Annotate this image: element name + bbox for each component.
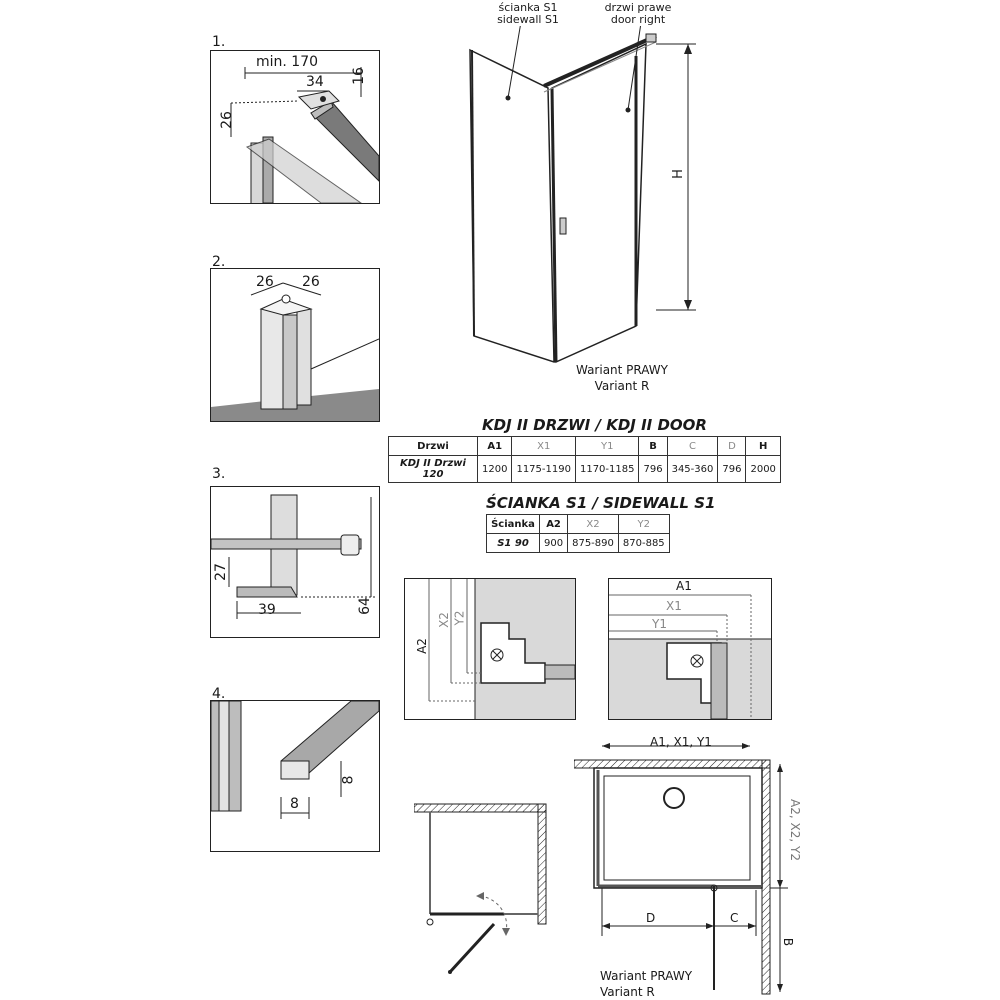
td-d: 796 [717,455,747,483]
td-a1: 1200 [476,455,513,483]
plan-dim-side: A2, X2, Y2 [787,799,802,861]
door-label-en: door right [610,13,666,26]
detail-2-drawing [211,282,379,421]
th-b: B [638,436,668,456]
section-right-y1: Y1 [652,617,667,631]
dim-16: 16 [350,67,367,85]
dim-34: 34 [306,74,324,90]
table-header-row: Ścianka A2 X2 Y2 [486,514,670,534]
section-right-drawing [609,594,771,719]
main-variant-label-en: Variant R [594,379,650,393]
section-right-x1: X1 [666,599,682,613]
door-label-pl: drzwi prawe [604,1,672,14]
td-c: 345-360 [666,455,719,483]
plan-dim-d: D [646,911,656,925]
th-h: H [745,436,781,456]
door-table-title: KDJ II DRZWI / KDJ II DOOR [482,416,707,434]
section-left-y2: Y2 [452,610,467,626]
section-left-frame [404,578,576,720]
th-x2: X2 [567,514,619,534]
dim-26-detail1: 26 [218,111,235,129]
table-header-row: Drzwi A1 X1 Y1 B C D H [388,436,781,456]
th-x1: X1 [511,436,576,456]
dim-26-a: 26 [256,274,274,290]
step-2-number: 2. [212,254,226,270]
th-scianka: Ścianka [486,514,540,534]
table-row: S1 90 900 875-890 870-885 [486,533,670,553]
detail-3-drawing [211,494,377,619]
plan-variant-label-pl: Wariant PRAWY [600,969,693,983]
th-drzwi: Drzwi [388,436,478,456]
sidewall-table-title: ŚCIANKA S1 / SIDEWALL S1 [486,494,716,512]
detail-2-frame [210,268,380,422]
dim-27: 27 [212,563,229,581]
sidewall-spec-table: Ścianka A2 X2 Y2 S1 90 900 875-890 870-8… [486,514,670,553]
dim-8-width: 8 [290,796,299,812]
th-c: C [666,436,719,456]
main-variant-label-pl: Wariant PRAWY [575,363,669,377]
th-a1: A1 [476,436,513,456]
section-right-frame [608,578,772,720]
detail-1-frame [210,50,380,204]
td-model: KDJ II Drzwi 120 [388,455,478,483]
step-4-number: 4. [212,686,226,702]
door-spec-table: Drzwi A1 X1 Y1 B C D H KDJ II Drzwi 120 … [388,436,781,483]
th-y1: Y1 [574,436,640,456]
detail-3-frame [210,486,380,638]
plan-dim-top: A1, X1, Y1 [650,735,712,749]
section-left-x2: X2 [436,612,451,628]
td-h: 2000 [745,455,781,483]
plan-dim-c: C [730,911,739,925]
step-3-number: 3. [212,466,226,482]
plan-dim-top-a1-x1-y1: A1, X1, Y1 [650,736,712,748]
th-y2: Y2 [617,514,670,534]
plan-variant-label-en: Variant R [600,985,655,999]
height-dimension-label: H [670,169,686,179]
dim-min-170: min. 170 [256,54,319,70]
dim-8-height: 8 [340,775,357,785]
detail-4-frame [210,700,380,852]
sidewall-label-pl: ścianka S1 [498,1,558,14]
td-b: 796 [638,455,668,483]
th-a2: A2 [538,514,569,534]
dim-64: 64 [356,597,373,615]
plan-dim-b: B [781,937,796,947]
section-left-a2: A2 [414,638,429,654]
door-swing-plan [414,803,547,974]
table-row: KDJ II Drzwi 120 1200 1175-1190 1170-118… [388,455,781,483]
td-a2: 900 [538,533,569,553]
sidewall-label-en: sidewall S1 [497,13,559,26]
section-right-a1: A1 [676,579,692,593]
shower-floor-plan [574,743,788,995]
detail-1-drawing [230,67,379,203]
shower-enclosure-drawing [469,26,696,364]
detail-4-drawing [211,701,379,819]
dim-39: 39 [258,602,276,618]
td-x2: 875-890 [567,533,619,553]
td-sidewall-model: S1 90 [486,533,540,553]
dim-26-b: 26 [302,274,320,290]
td-y2: 870-885 [617,533,670,553]
step-1-number: 1. [212,34,226,50]
th-d: D [717,436,747,456]
td-x1: 1175-1190 [511,455,576,483]
section-left-drawing [428,579,575,719]
td-y1: 1170-1185 [574,455,640,483]
